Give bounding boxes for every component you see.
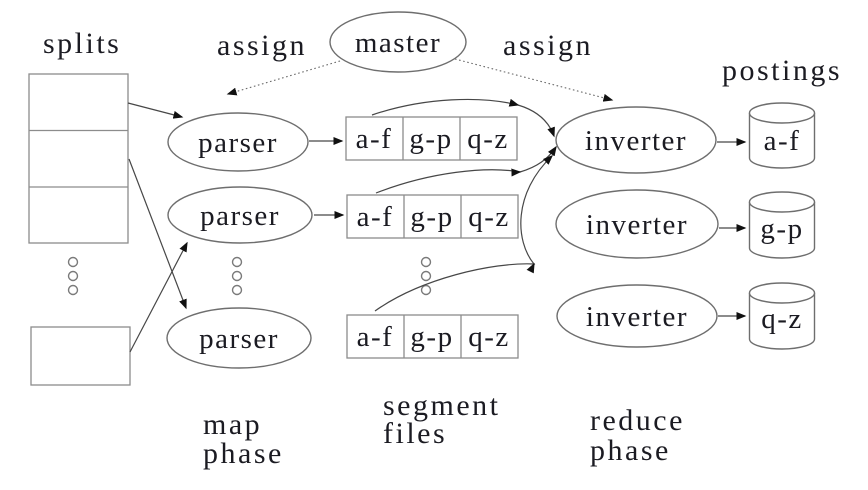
parsers-ellipsis-dots — [231, 256, 243, 296]
assign-arrow-to-inverter — [454, 58, 614, 102]
split1-to-parser1-arrow — [127, 102, 184, 119]
inverter-node-2 — [555, 189, 719, 259]
cylinder-body — [748, 293, 816, 350]
dot — [67, 284, 79, 296]
segment-row-box — [345, 116, 518, 161]
splits-ellipsis-dots — [67, 256, 79, 296]
dot — [231, 270, 243, 282]
inverter3-label: inverter — [586, 301, 688, 333]
master-label: master — [355, 27, 441, 59]
cylinder-top — [748, 102, 816, 124]
split2-to-parser3-arrow — [128, 158, 187, 310]
assign-label-right: assign — [503, 29, 593, 62]
segment-files-label-line1: segment — [383, 389, 500, 422]
inverter-node-3 — [556, 284, 718, 348]
parser-node-2 — [167, 186, 313, 244]
segment-file-row-1 — [345, 116, 518, 161]
segment-cell-label: a-f — [357, 201, 394, 233]
segment-files-label-line2: files — [383, 417, 447, 450]
segment-cell-label: a-f — [357, 321, 394, 353]
assign-arrow-to-parser — [226, 60, 341, 96]
parser-node-1 — [167, 112, 309, 172]
map-phase-label-line2: phase — [203, 437, 284, 470]
segment-row-box — [346, 194, 519, 239]
segment-cell-label: g-p — [410, 201, 453, 233]
split-cell-last — [30, 326, 131, 386]
dot — [420, 284, 432, 296]
dot — [231, 284, 243, 296]
postings-cylinder-2 — [748, 191, 816, 259]
splits-label: splits — [43, 27, 121, 60]
dot — [231, 256, 243, 268]
parser-node-3 — [166, 307, 312, 369]
parser2-label: parser — [200, 200, 280, 232]
postings-cylinder-1 — [748, 102, 816, 169]
inverter1-label: inverter — [585, 125, 687, 157]
postings-label: postings — [722, 54, 842, 87]
postings-file-label: g-p — [760, 213, 803, 245]
reduce-phase-label-line1: reduce — [590, 404, 685, 437]
dot — [420, 270, 432, 282]
inverter2-label: inverter — [586, 209, 688, 241]
segment-row-box — [346, 314, 519, 359]
map-phase-label-line1: map — [203, 408, 262, 441]
segment-cell-label: g-p — [410, 321, 453, 353]
dot — [67, 256, 79, 268]
segment-cell-label: q-z — [467, 123, 509, 155]
dot — [420, 256, 432, 268]
postings-file-label: q-z — [761, 303, 803, 335]
segment-file-row-3 — [346, 314, 519, 359]
postings-cylinder-3 — [748, 282, 816, 350]
segment-cell-label: q-z — [468, 201, 510, 233]
segment-cell-label: a-f — [356, 123, 393, 155]
segments-ellipsis-dots — [420, 256, 432, 296]
segment3-to-inverter1-arrow — [374, 155, 554, 312]
splits-stack — [28, 73, 131, 386]
segment-cell-label: q-z — [468, 321, 510, 353]
postings-file-label: a-f — [764, 125, 801, 157]
segment-file-row-2 — [346, 194, 519, 239]
inverter-node-1 — [555, 106, 717, 174]
cylinder-body — [748, 113, 816, 169]
segment1-to-inverter1-arrow — [371, 98, 555, 138]
split-cell-group — [28, 73, 129, 244]
assign-label-left: assign — [217, 29, 307, 62]
cylinder-body — [748, 202, 816, 259]
parser3-label: parser — [199, 323, 279, 355]
reduce-phase-label-line2: phase — [590, 434, 671, 467]
cylinder-top — [748, 282, 816, 304]
cylinder-top — [748, 191, 816, 213]
dot — [67, 270, 79, 282]
master-node — [329, 11, 467, 73]
segment-cell-label: g-p — [409, 123, 452, 155]
parser1-label: parser — [198, 127, 278, 159]
split3-to-parser2-arrow — [129, 241, 188, 353]
